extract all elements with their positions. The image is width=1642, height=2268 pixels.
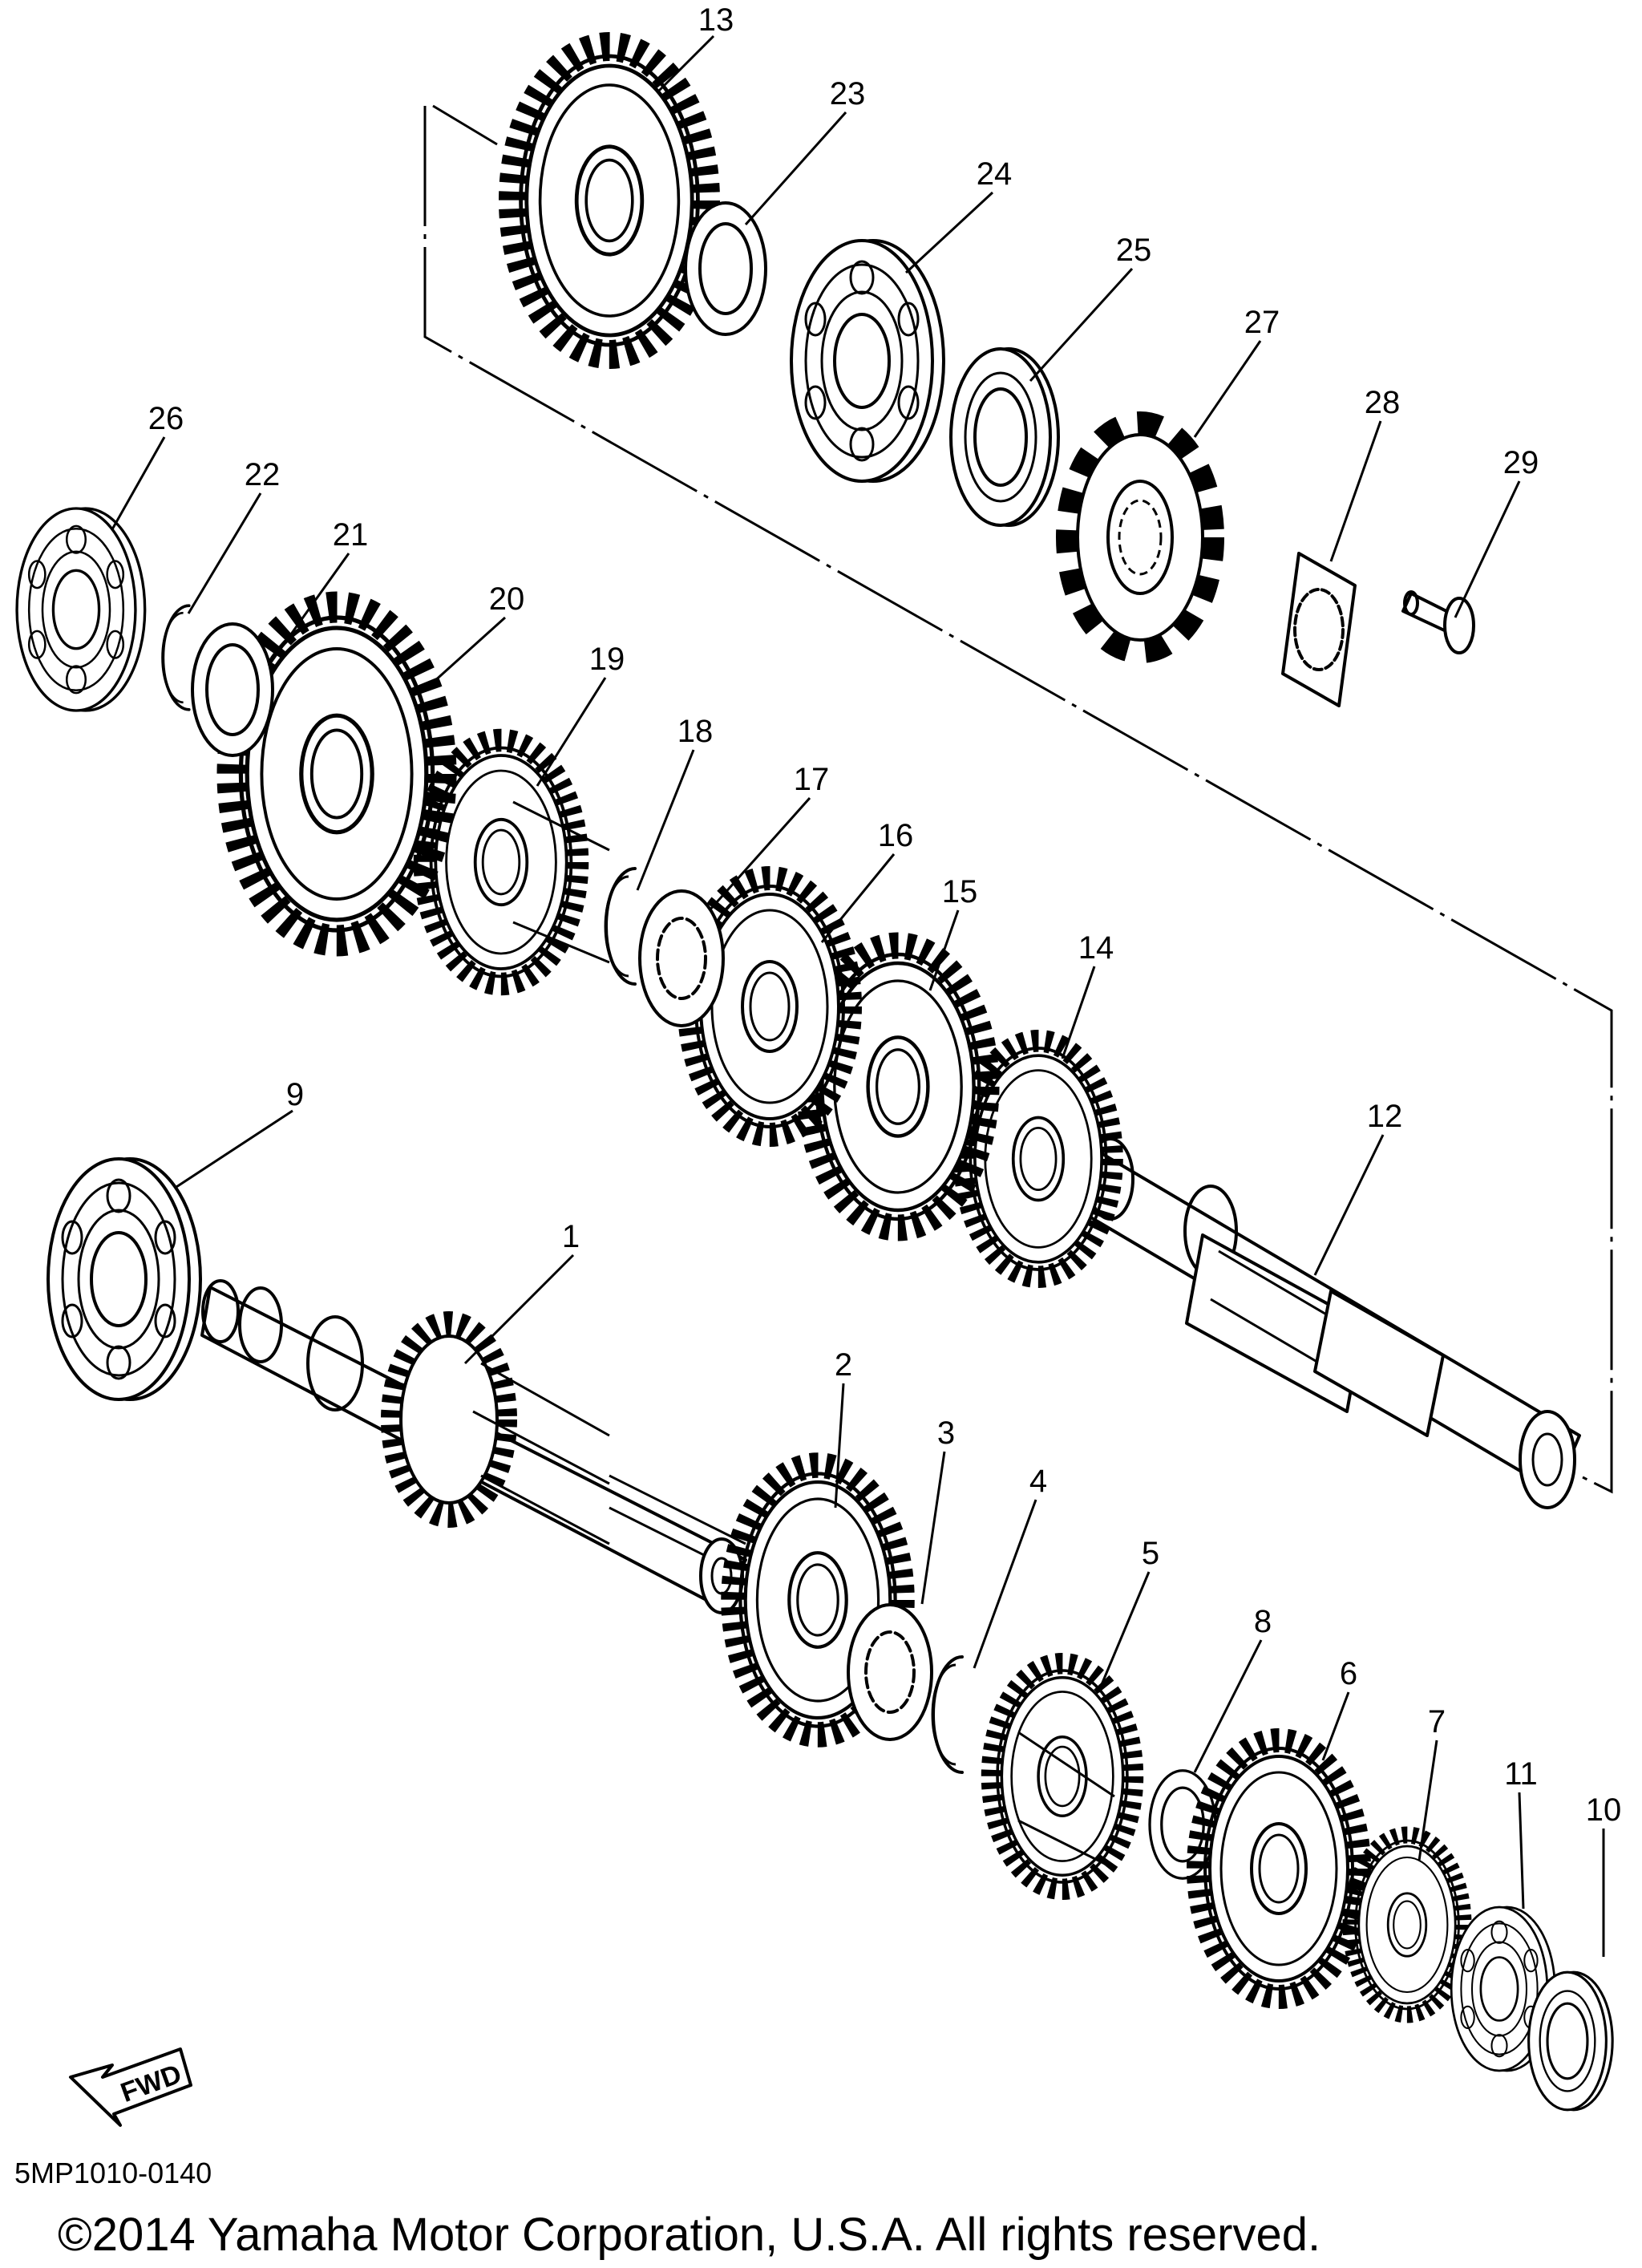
callout-5: 5	[1142, 1536, 1159, 1571]
drive-axle	[1065, 1137, 1581, 1509]
callout-13: 13	[698, 2, 734, 38]
callout-numbers: 1 2 3 4 5 6 7 8 9 10 11 12 13 14 15 16 1…	[148, 2, 1622, 1828]
callout-17: 17	[794, 762, 830, 797]
callout-24: 24	[977, 156, 1013, 192]
callout-25: 25	[1116, 233, 1152, 268]
bearing-26	[15, 507, 147, 712]
gear-19	[425, 740, 610, 984]
washer-23	[684, 201, 767, 336]
callout-8: 8	[1254, 1604, 1272, 1639]
fwd-arrow: FWD	[69, 2047, 192, 2127]
callout-9: 9	[286, 1077, 304, 1112]
gear-6	[1199, 1740, 1359, 1997]
callout-2: 2	[835, 1347, 852, 1383]
bolt-29	[1401, 590, 1475, 654]
callout-6: 6	[1340, 1656, 1357, 1691]
callout-10: 10	[1586, 1792, 1622, 1828]
callout-1: 1	[562, 1219, 580, 1254]
callout-4: 4	[1029, 1464, 1047, 1499]
callout-7: 7	[1428, 1704, 1446, 1739]
lock-plate-28	[1281, 552, 1357, 707]
callout-21: 21	[333, 517, 369, 553]
toothed-washer-3	[847, 1603, 933, 1741]
washer-21	[191, 622, 274, 757]
circlip-22	[160, 604, 191, 711]
bearing-24	[790, 239, 945, 483]
callout-22: 22	[245, 457, 281, 492]
oil-seal-10	[1527, 1970, 1614, 2112]
gear-5	[992, 1663, 1133, 1889]
bearing-9	[47, 1157, 202, 1401]
callout-28: 28	[1365, 385, 1401, 420]
callout-20: 20	[489, 581, 525, 617]
callout-23: 23	[830, 76, 866, 111]
callout-18: 18	[677, 714, 714, 749]
sprocket-27	[1056, 411, 1224, 663]
diagram-code: 5MP1010-0140	[14, 2157, 212, 2189]
callout-27: 27	[1244, 305, 1280, 340]
callout-29: 29	[1503, 445, 1539, 480]
oil-seal-25	[949, 347, 1060, 527]
callout-26: 26	[148, 401, 184, 436]
circlip-4	[931, 1655, 964, 1774]
leader-lines	[111, 34, 1605, 1957]
callout-16: 16	[878, 818, 914, 853]
toothed-washer-17	[638, 889, 725, 1027]
callout-19: 19	[589, 642, 625, 677]
callout-14: 14	[1078, 930, 1114, 966]
copyright-notice: ©2014 Yamaha Motor Corporation, U.S.A. A…	[58, 2209, 1320, 2261]
phantom-outline	[423, 104, 1613, 1494]
gear-13	[513, 47, 706, 354]
main-axle	[200, 1279, 747, 1614]
callout-15: 15	[942, 874, 978, 909]
callout-3: 3	[937, 1415, 955, 1451]
circlip-18	[604, 867, 637, 986]
callout-11: 11	[1504, 1756, 1538, 1792]
callout-12: 12	[1367, 1099, 1403, 1134]
